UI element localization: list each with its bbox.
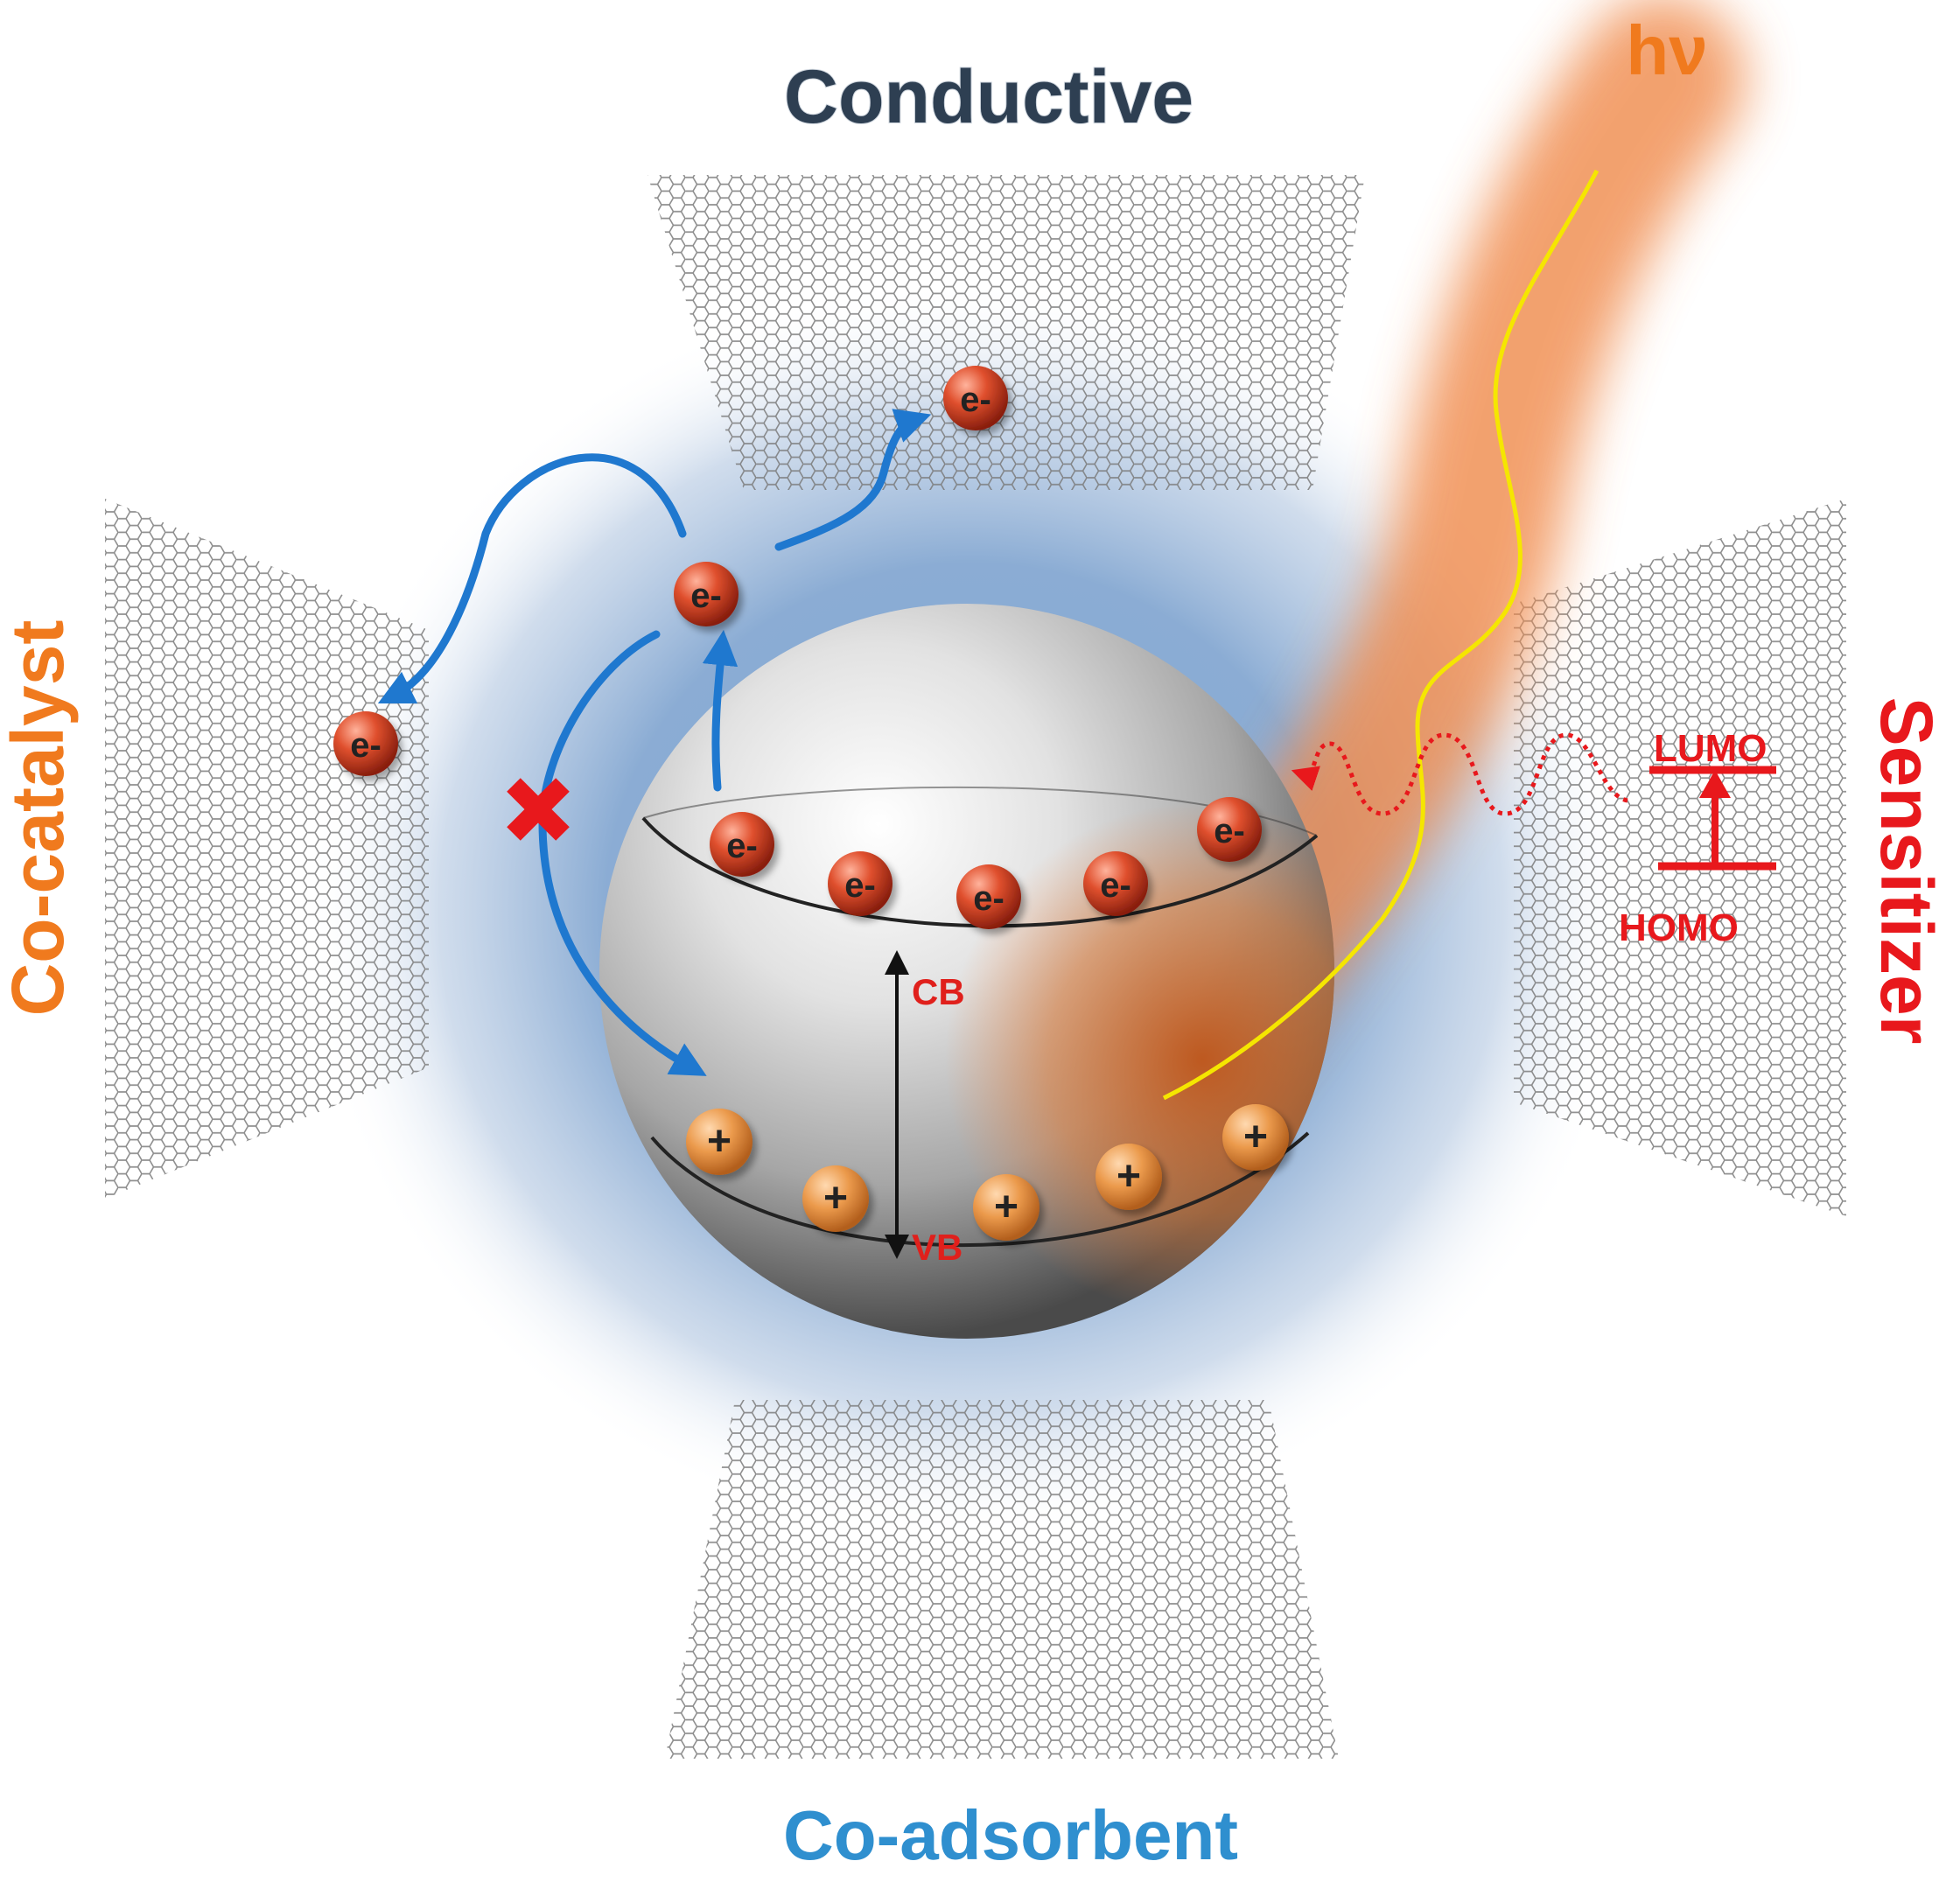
electron-transfer bbox=[674, 562, 738, 626]
hole-label: + bbox=[1116, 1153, 1141, 1200]
arrow-to-conductive bbox=[774, 409, 932, 551]
hole-label: + bbox=[1243, 1114, 1268, 1160]
arrow-excitation bbox=[702, 629, 738, 792]
light-wave bbox=[1162, 169, 1600, 1101]
electron-label: e- bbox=[960, 381, 991, 419]
graphene-sheet-bottom bbox=[665, 1400, 1339, 1759]
hole-label: + bbox=[707, 1118, 732, 1165]
sensitizer-injection-wave bbox=[1291, 732, 1628, 816]
arrow-recombination bbox=[538, 630, 707, 1076]
electron-cb-2 bbox=[828, 851, 892, 916]
cocatalyst-label: Co-catalyst bbox=[0, 620, 79, 1017]
conductive-label: Conductive bbox=[784, 55, 1194, 139]
hole-label: + bbox=[823, 1175, 848, 1221]
electron-label: e- bbox=[690, 577, 722, 615]
blocked-x-icon bbox=[507, 778, 570, 841]
holes bbox=[686, 1104, 1289, 1241]
hole-1 bbox=[686, 1109, 752, 1175]
electron-transfer-arrows bbox=[377, 409, 932, 1076]
electron-label: e- bbox=[726, 827, 758, 865]
sensitizer-label: Sensitizer bbox=[1866, 697, 1948, 1045]
graphene-sheet-right bbox=[1514, 499, 1846, 1216]
electron-cb-5 bbox=[1197, 797, 1262, 862]
energy-levels bbox=[1649, 766, 1776, 871]
light-label: hν bbox=[1626, 11, 1707, 89]
hole-4 bbox=[1096, 1144, 1162, 1210]
electron-cocatalyst bbox=[333, 711, 398, 776]
graphene-sheet-left bbox=[105, 499, 429, 1199]
conduction-band-line bbox=[641, 816, 1319, 928]
homo-label: HOMO bbox=[1619, 906, 1739, 949]
cb-label: CB bbox=[912, 971, 965, 1012]
electron-cb-4 bbox=[1083, 851, 1148, 916]
electrons bbox=[333, 366, 1262, 929]
electron-label: e- bbox=[844, 866, 876, 905]
electron-conductive bbox=[943, 366, 1008, 430]
hole-label: + bbox=[994, 1184, 1018, 1230]
electron-cb-3 bbox=[956, 864, 1021, 929]
graphene-sheet-top bbox=[648, 175, 1365, 490]
lumo-label: LUMO bbox=[1654, 727, 1768, 770]
electron-label: e- bbox=[973, 879, 1004, 918]
vb-label: VB bbox=[912, 1227, 962, 1268]
hole-5 bbox=[1222, 1104, 1289, 1171]
excitation-arrowhead bbox=[1699, 770, 1731, 798]
hole-3 bbox=[973, 1174, 1040, 1241]
arrow-to-cocatalyst bbox=[377, 453, 687, 704]
electron-label: e- bbox=[1100, 866, 1131, 905]
electron-label: e- bbox=[1214, 812, 1245, 850]
electron-label: e- bbox=[350, 726, 382, 765]
valence-band-line bbox=[650, 1131, 1310, 1248]
coadsorbent-label: Co-adsorbent bbox=[783, 1796, 1238, 1874]
electron-cb-1 bbox=[710, 812, 774, 877]
hole-2 bbox=[802, 1165, 869, 1232]
semiconductor-sphere bbox=[599, 604, 1334, 1339]
